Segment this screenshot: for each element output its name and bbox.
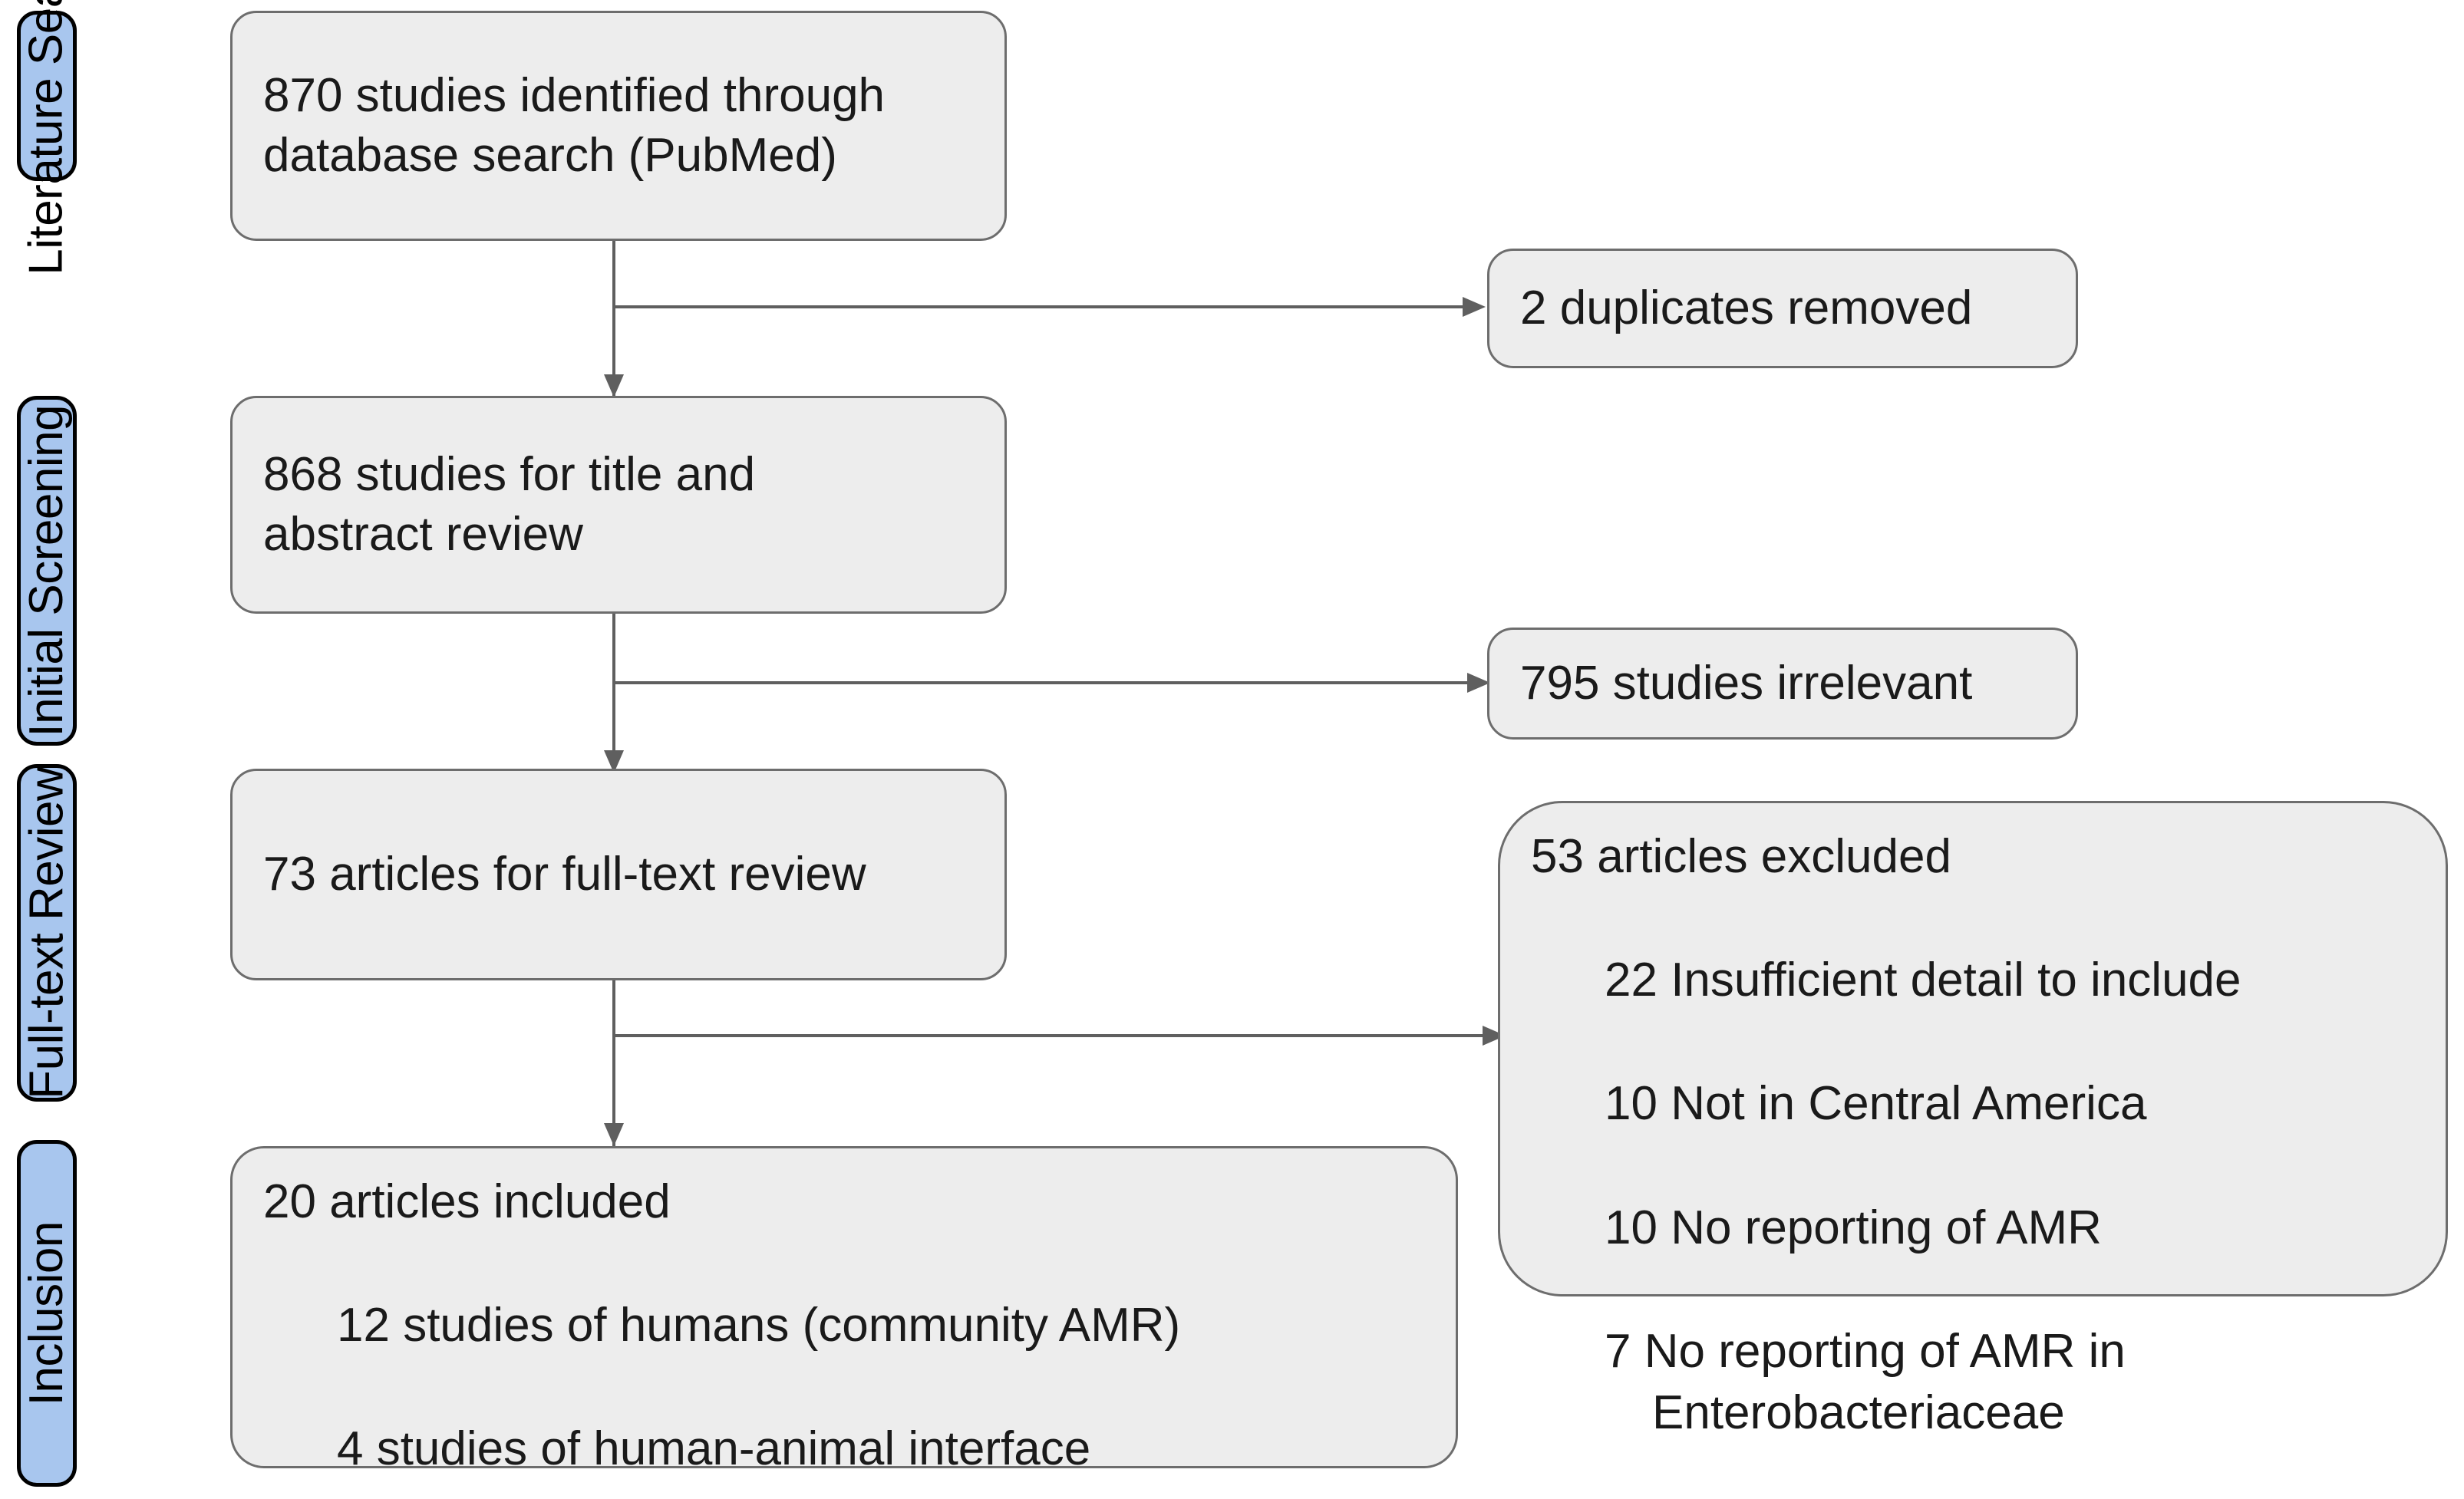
- excluded-reason-item: 10 Not in Central America: [1605, 1012, 2415, 1135]
- excluded-reason-item: 10 No reporting of AMR: [1605, 1135, 2415, 1259]
- box-studies-irrelevant: 795 studies irrelevant: [1487, 628, 2078, 740]
- excluded-reason-text: 7 No reporting of AMR in: [1605, 1324, 2126, 1378]
- excluded-reason-item: 22 Insufficient detail to include: [1605, 888, 2415, 1012]
- arrow-screened-to-irrelevant: [1467, 673, 1490, 693]
- box-articles-fulltext-text: 73 articles for full-text review: [263, 847, 866, 901]
- connector-fulltext-to-excluded: [612, 1034, 1486, 1037]
- stage-label-inclusion: Inclusion: [17, 1140, 77, 1487]
- connector-identified-to-screened: [612, 241, 615, 397]
- arrow-fulltext-to-included: [604, 1123, 624, 1146]
- box-articles-excluded: 53 articles excluded 22 Insufficient det…: [1498, 801, 2448, 1439]
- box-studies-identified-text: 870 studies identified through database …: [263, 68, 886, 182]
- excluded-reason-continuation: Enterobacteriaceae: [1652, 1386, 2065, 1440]
- arrow-identified-to-screened: [604, 374, 624, 397]
- box-articles-included: 20 articles included 12 studies of human…: [230, 1146, 1458, 1475]
- connector-identified-to-duplicates: [612, 305, 1466, 308]
- included-breakdown-list: 12 studies of humans (community AMR) 4 s…: [263, 1234, 1425, 1499]
- box-studies-screened-text: 868 studies for title and abstract revie…: [263, 447, 756, 561]
- excluded-reason-text: 22 Insufficient detail to include: [1605, 954, 2241, 1007]
- box-duplicates-removed: 2 duplicates removed: [1487, 249, 2078, 368]
- box-articles-included-heading: 20 articles included: [263, 1175, 671, 1228]
- arrow-identified-to-duplicates: [1463, 297, 1486, 317]
- connector-fulltext-to-included: [612, 980, 615, 1146]
- box-articles-fulltext: 73 articles for full-text review: [230, 769, 1007, 980]
- included-breakdown-item: 2 studies of human-environment interface: [337, 1481, 1425, 1499]
- excluded-reason-text: 10 Not in Central America: [1605, 1077, 2147, 1131]
- included-breakdown-item: 4 studies of human-animal interface: [337, 1357, 1425, 1481]
- stage-label-inclusion-text: Inclusion: [19, 1221, 73, 1406]
- stage-label-initial-screening-text: Initial Screening: [19, 404, 73, 737]
- box-studies-irrelevant-text: 795 studies irrelevant: [1520, 656, 1973, 710]
- stage-label-full-text-review: Full-text Review: [17, 764, 77, 1102]
- stage-label-initial-screening: Initial Screening: [17, 396, 77, 746]
- included-breakdown-text: 12 studies of humans (community AMR): [337, 1299, 1181, 1352]
- box-studies-identified: 870 studies identified through database …: [230, 11, 1007, 241]
- connector-screened-to-fulltext: [612, 614, 615, 773]
- included-breakdown-text: 4 studies of human-animal interface: [337, 1422, 1091, 1476]
- box-studies-screened: 868 studies for title and abstract revie…: [230, 396, 1007, 614]
- box-duplicates-removed-text: 2 duplicates removed: [1520, 281, 1973, 334]
- excluded-reason-text: 10 No reporting of AMR: [1605, 1201, 2102, 1254]
- excluded-reason-item: 7 No reporting of AMR in Enterobacteriac…: [1605, 1259, 2415, 1499]
- excluded-reason-list: 22 Insufficient detail to include 10 Not…: [1531, 888, 2415, 1499]
- box-articles-excluded-heading: 53 articles excluded: [1531, 830, 1951, 883]
- stage-label-literature-search-text: Literature Search: [19, 0, 73, 275]
- stage-label-literature-search: Literature Search: [17, 0, 77, 275]
- included-breakdown-item: 12 studies of humans (community AMR): [337, 1234, 1425, 1357]
- connector-screened-to-irrelevant: [612, 681, 1470, 684]
- stage-label-full-text-review-text: Full-text Review: [19, 766, 73, 1099]
